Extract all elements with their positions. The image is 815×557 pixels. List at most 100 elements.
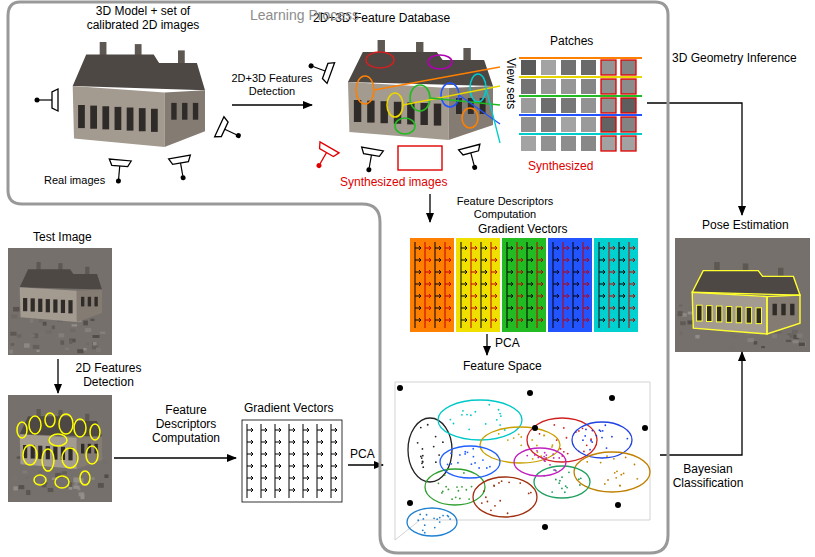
illustration-polyline (335, 452, 337, 456)
illustration-polyline (475, 294, 477, 298)
illustration-polyline (465, 270, 467, 274)
illustration-circle (445, 486, 447, 488)
illustration-rect (773, 304, 777, 316)
illustration-rect (601, 79, 616, 94)
illustration-circle (586, 461, 588, 463)
illustration-circle (520, 436, 522, 438)
illustration-circle (435, 461, 437, 463)
illustration-polyline (531, 306, 533, 310)
illustration-circle (422, 460, 424, 462)
illustration-rect (601, 117, 616, 132)
illustration-circle (447, 515, 449, 517)
illustration-ellipse (34, 475, 46, 485)
illustration-circle (565, 485, 567, 487)
illustration-polyline (419, 258, 421, 262)
illustration-ellipse (473, 477, 537, 517)
illustration-circle (566, 487, 568, 489)
illustration-polyline (429, 306, 431, 310)
illustration-polyline (429, 258, 431, 262)
illustration-g (8, 359, 236, 502)
flow-arrow (429, 194, 430, 222)
illustration-rect (680, 321, 686, 325)
illustration-circle (468, 428, 470, 430)
illustration-rect (78, 105, 85, 128)
illustration-polyline (279, 452, 281, 456)
illustration-polyline (279, 440, 281, 444)
illustration-line (374, 67, 500, 90)
pose-image: Pose Estimation (672, 215, 810, 352)
illustration-rect (561, 60, 576, 75)
illustration-circle (450, 463, 452, 465)
illustration-circle (634, 464, 636, 466)
illustration-polyline (603, 282, 605, 286)
illustration-line (573, 242, 574, 328)
test-image: Test Image (5, 229, 115, 357)
illustration-ellipse (387, 93, 403, 117)
illustration-g (692, 262, 800, 334)
illustration-rect (621, 79, 636, 94)
illustration-rect (17, 334, 22, 337)
illustration-rect (707, 306, 713, 322)
illustration-line (619, 242, 620, 328)
illustration-circle (619, 484, 621, 486)
illustration-polyline (321, 440, 323, 444)
illustration-g (73, 42, 205, 147)
illustration-line (519, 114, 642, 116)
illustration-circle (543, 456, 545, 458)
illustration-circle (421, 462, 423, 464)
illustration-rect (541, 98, 556, 113)
illustration-rect (561, 98, 576, 113)
illustration-circle (553, 457, 555, 459)
illustration-line (331, 424, 332, 498)
illustration-rect (65, 348, 69, 350)
illustration-circle (542, 524, 548, 530)
edge-label: PCA (350, 448, 375, 462)
illustration-rect (581, 79, 596, 94)
illustration-rect (799, 343, 805, 347)
text-slot: View sets (503, 58, 517, 109)
illustration-polyline (567, 258, 569, 262)
illustration-circle (439, 521, 441, 523)
illustration-rect (748, 338, 754, 342)
illustration-rect (30, 319, 34, 323)
illustration-rect (39, 319, 42, 322)
illustration-polyline (307, 464, 309, 468)
illustration-rect (797, 333, 803, 337)
illustration-circle (308, 63, 314, 69)
illustration-circle (619, 485, 621, 487)
illustration-circle (561, 488, 563, 490)
illustration-circle (488, 404, 490, 406)
illustration-circle (591, 430, 593, 432)
illustration-line (471, 242, 472, 328)
illustration-circle (487, 501, 489, 503)
illustration-polyline (265, 488, 267, 492)
illustration-rect (26, 477, 29, 479)
illustration-polyline (633, 282, 635, 286)
illustration-polyline (521, 270, 523, 274)
edge-label: Bayesian Classification (668, 463, 748, 491)
illustration-rect (541, 117, 556, 132)
illustration-polyline (495, 258, 497, 262)
illustration-circle (585, 429, 587, 431)
illustration-circle (604, 483, 606, 485)
step-label: Feature Descriptors Computation (140, 404, 232, 445)
illustration-polyline (633, 318, 635, 322)
illustration-line (119, 166, 120, 179)
node-title: Feature Space (463, 360, 542, 374)
illustration-circle (434, 527, 436, 529)
illustration-circle (531, 439, 533, 441)
illustration-polyline (577, 270, 579, 274)
illustration-polygon (109, 159, 131, 167)
illustration-rect (581, 60, 596, 75)
illustration-circle (551, 446, 553, 448)
illustration-ellipse (80, 471, 90, 485)
illustration-circle (507, 512, 509, 514)
illustration-rect (697, 305, 703, 321)
illustration-polyline (335, 476, 337, 480)
illustration-line (519, 95, 642, 97)
illustration-polyline (511, 318, 513, 322)
illustration-circle (436, 518, 438, 520)
illustration-rect (73, 486, 79, 489)
illustration-circle (555, 479, 557, 481)
illustration-circle (582, 439, 584, 441)
